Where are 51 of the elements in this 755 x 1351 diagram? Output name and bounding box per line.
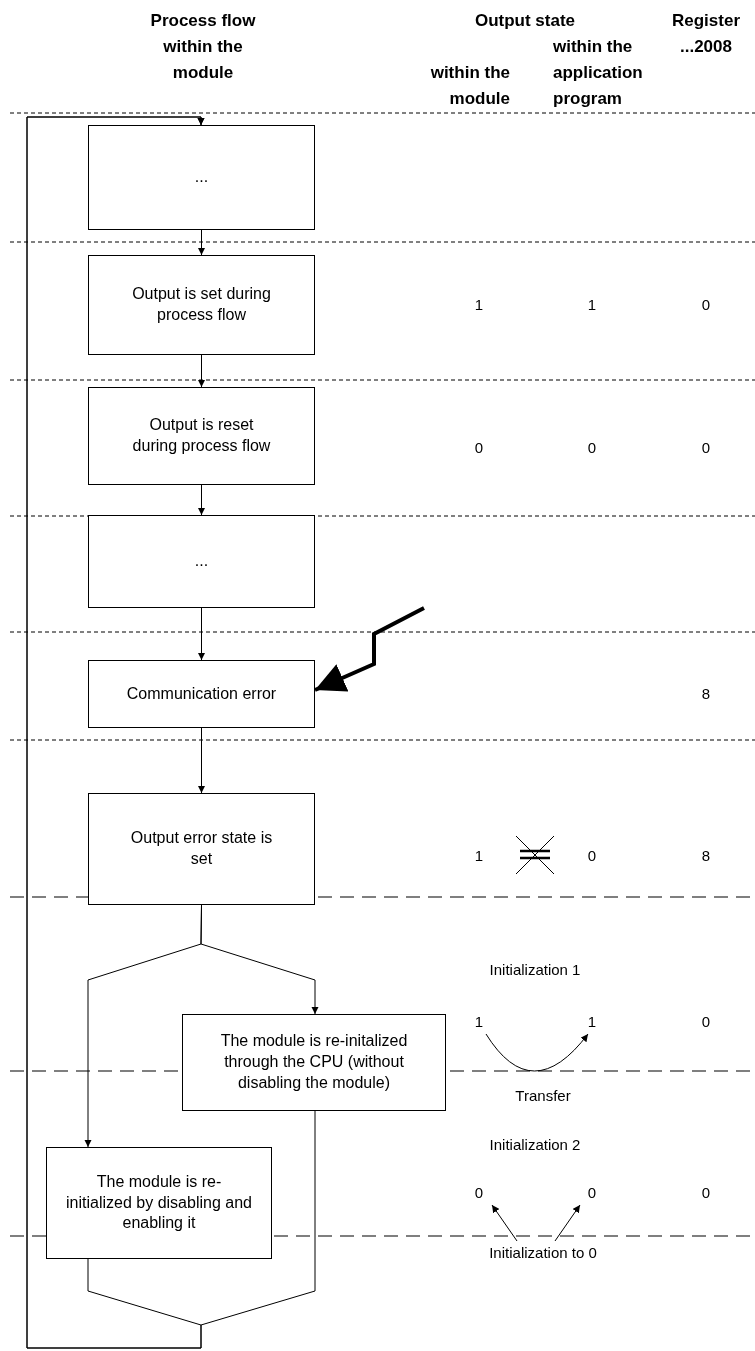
value-text: 0 (473, 438, 485, 458)
value-text: 0 (469, 1181, 489, 1205)
box-text: ... (194, 551, 209, 572)
arrow (197, 484, 206, 516)
process-box (88, 387, 315, 485)
arrow (197, 727, 206, 794)
arrow (491, 1204, 518, 1242)
arrow (314, 606, 425, 692)
value-text: 1 (582, 1010, 602, 1034)
box-text: Output is set during process flow (131, 284, 272, 325)
value-text: 8 (700, 684, 712, 704)
arrow (554, 1204, 581, 1242)
arrow (197, 607, 206, 661)
value-text: 0 (700, 1012, 712, 1032)
arrow (485, 1033, 589, 1072)
box-text: The module is re-initalized through the CPU (without disabling the module) (219, 1031, 409, 1093)
process-box (88, 660, 315, 728)
value-text: 1 (473, 846, 485, 866)
value-text: 0 (700, 1183, 712, 1203)
box-text: Output is reset during process flow (131, 415, 272, 456)
value-text: 0 (586, 846, 598, 866)
column-header: Output state (473, 10, 577, 32)
box-text: The module is re-initialized by disabling and enabling it (66, 1171, 252, 1234)
value-text: 8 (700, 846, 712, 866)
value-text: 1 (469, 1010, 489, 1034)
arrow (26, 116, 205, 1349)
arrow (197, 354, 206, 388)
box-text: Output error state is set (129, 828, 274, 869)
box-text: Communication error (126, 683, 277, 704)
process-box (182, 1014, 446, 1111)
arrow (84, 904, 202, 1148)
arrow (197, 229, 206, 256)
column-header: Register ...2008 (671, 10, 741, 58)
process-box (46, 1147, 272, 1259)
value-text: 0 (582, 1181, 602, 1205)
value-text: 0 (700, 295, 712, 315)
column-header: within the module (429, 62, 510, 110)
value-text: 0 (700, 438, 712, 458)
process-box (88, 515, 315, 608)
value-text: 0 (586, 438, 598, 458)
value-text: Initialization 1 (488, 960, 582, 980)
column-header: within the application program (553, 36, 644, 110)
value-text: 1 (473, 295, 485, 315)
process-box (88, 255, 315, 355)
value-text: Initialization to 0 (460, 1241, 626, 1265)
process-box (88, 125, 315, 230)
box-text: ... (194, 167, 209, 188)
process-box (88, 793, 315, 905)
value-text: Initialization 2 (488, 1135, 582, 1155)
column-header: Process flow within the module (149, 10, 257, 84)
value-text: 1 (586, 295, 598, 315)
